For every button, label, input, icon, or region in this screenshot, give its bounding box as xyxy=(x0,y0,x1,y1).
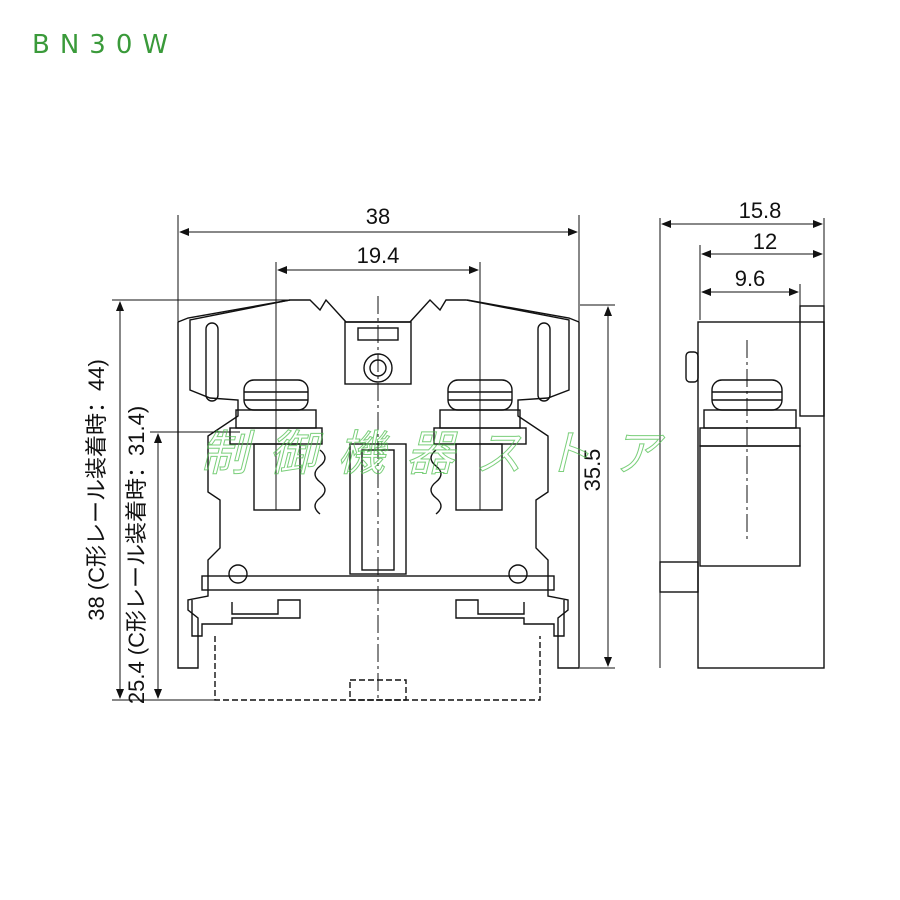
dim-depth-screw-label: 9.6 xyxy=(735,266,766,291)
spring-right xyxy=(430,449,442,515)
rail-foot-right xyxy=(455,599,565,637)
dim-height-label: 35.5 xyxy=(580,449,605,492)
dim-depth-mid-label: 12 xyxy=(753,229,777,254)
side-tab xyxy=(799,305,825,417)
dim-pitch-label: 19.4 xyxy=(357,243,400,268)
side-knob xyxy=(685,351,699,383)
watermark-text: 制御機器ストア xyxy=(200,426,665,482)
base-plate xyxy=(201,575,555,591)
dim-height-31-label: 25.4 (C形レール装着時：31.4) xyxy=(124,406,149,704)
slot-right xyxy=(537,322,551,402)
slot-left xyxy=(205,322,219,402)
rivet-right xyxy=(508,564,528,584)
clamp-right xyxy=(455,443,503,511)
side-body xyxy=(697,321,825,669)
product-title: BN30W xyxy=(32,30,179,60)
side-rail-clip xyxy=(659,561,699,593)
rivet-left xyxy=(228,564,248,584)
clamp-left xyxy=(253,443,301,511)
dim-height-44-label: 38 (C形レール装着時：44) xyxy=(84,359,109,621)
spring-left xyxy=(314,449,326,515)
center-bus xyxy=(349,443,407,575)
dim-width-label: 38 xyxy=(366,204,390,229)
rail-foot-left xyxy=(191,599,301,637)
dim-depth-total-label: 15.8 xyxy=(739,198,782,223)
side-lower-block xyxy=(699,445,801,567)
